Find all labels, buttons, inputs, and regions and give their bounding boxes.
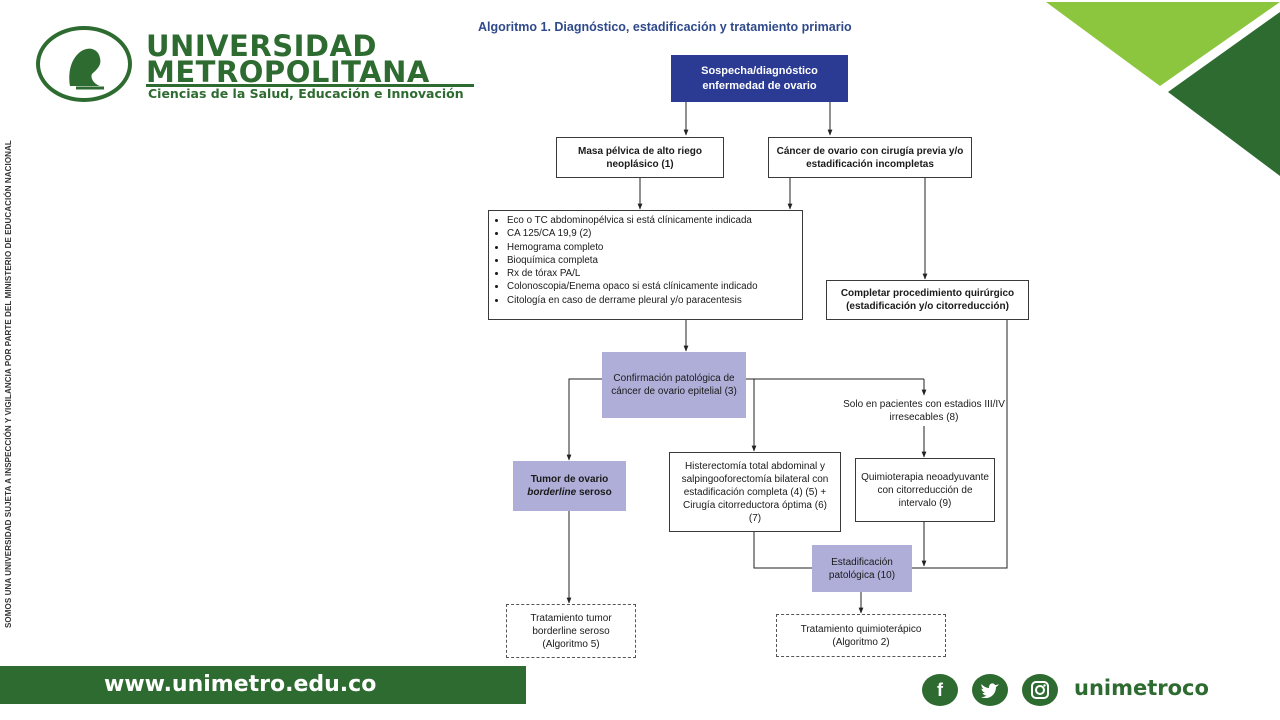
node-pathologic-confirmation: Confirmación patológica de cáncer de ova… (602, 352, 746, 418)
node-complete-surgery: Completar procedimiento quirúrgico (esta… (826, 280, 1029, 320)
algorithm-title: Algoritmo 1. Diagnóstico, estadificación… (478, 20, 852, 34)
node-pathologic-staging: Estadificación patológica (10) (812, 545, 912, 592)
workup-item: Hemograma completo (507, 241, 796, 254)
node-borderline-treatment-text: Tratamiento tumor borderline seroso (Alg… (530, 612, 612, 650)
node-suspicion-diagnosis: Sospecha/diagnóstico enfermedad de ovari… (671, 55, 848, 102)
university-tagline: Ciencias de la Salud, Educación e Innova… (148, 86, 464, 101)
university-logo-emblem (36, 26, 132, 102)
workup-item: Colonoscopia/Enema opaco si está clínica… (507, 280, 796, 293)
workup-item: Bioquímica completa (507, 254, 796, 267)
node-neoadjuvant-chemo: Quimioterapia neoadyuvante con citorredu… (855, 458, 995, 522)
node-pathologic-confirmation-text: Confirmación patológica de cáncer de ova… (611, 373, 737, 397)
node-workup-list: Eco o TC abdominopélvica si está clínica… (488, 210, 803, 320)
facebook-icon[interactable]: f (922, 674, 958, 706)
node-prior-surgery: Cáncer de ovario con cirugía previa y/o … (768, 137, 972, 178)
node-pathologic-staging-text: Estadificación patológica (10) (828, 556, 896, 581)
node-suspicion-diagnosis-text: Sospecha/diagnóstico enfermedad de ovari… (701, 65, 818, 92)
workup-item: Eco o TC abdominopélvica si está clínica… (507, 214, 796, 227)
website-link[interactable]: www.unimetro.edu.co (104, 672, 377, 697)
borderline-label-suffix: seroso (578, 487, 612, 498)
workup-item: Rx de tórax PA/L (507, 267, 796, 280)
node-pelvic-mass-text: Masa pélvica de alto riego neoplásico (1… (578, 145, 702, 170)
node-borderline-tumor-text: Tumor de ovario borderline seroso (519, 473, 620, 499)
social-handle: unimetroco (1074, 676, 1209, 700)
workup-item: CA 125/CA 19,9 (2) (507, 227, 796, 240)
node-chemo-treatment: Tratamiento quimioterápico (Algoritmo 2) (776, 614, 946, 657)
node-hysterectomy-text: Histerectomía total abdominal y salpingo… (681, 460, 829, 524)
node-chemo-treatment-text: Tratamiento quimioterápico (Algoritmo 2) (800, 623, 922, 648)
instagram-icon[interactable] (1022, 674, 1058, 706)
node-borderline-treatment: Tratamiento tumor borderline seroso (Alg… (506, 604, 636, 658)
workup-item: Citología en caso de derrame pleural y/o… (507, 294, 796, 307)
node-neoadjuvant-chemo-text: Quimioterapia neoadyuvante con citorredu… (861, 471, 989, 509)
university-name-line2: METROPOLITANA (146, 55, 430, 89)
node-prior-surgery-text: Cáncer de ovario con cirugía previa y/o … (776, 145, 964, 170)
logo-divider (146, 84, 474, 87)
decorative-triangles (1046, 2, 1280, 176)
node-complete-surgery-text: Completar procedimiento quirúrgico (esta… (840, 288, 1015, 312)
stage-condition-note: Solo en pacientes con estadios III/IV ir… (843, 399, 1005, 423)
footer-bar (0, 666, 526, 704)
node-pelvic-mass: Masa pélvica de alto riego neoplásico (1… (556, 137, 724, 178)
node-borderline-tumor: Tumor de ovario borderline seroso (513, 461, 626, 511)
borderline-label-emphasis: borderline (527, 487, 577, 498)
borderline-label-prefix: Tumor de ovario (530, 474, 609, 485)
twitter-icon[interactable] (972, 674, 1008, 706)
university-name-line1: UNIVERSIDAD (146, 29, 377, 63)
node-hysterectomy: Histerectomía total abdominal y salpingo… (669, 452, 841, 532)
